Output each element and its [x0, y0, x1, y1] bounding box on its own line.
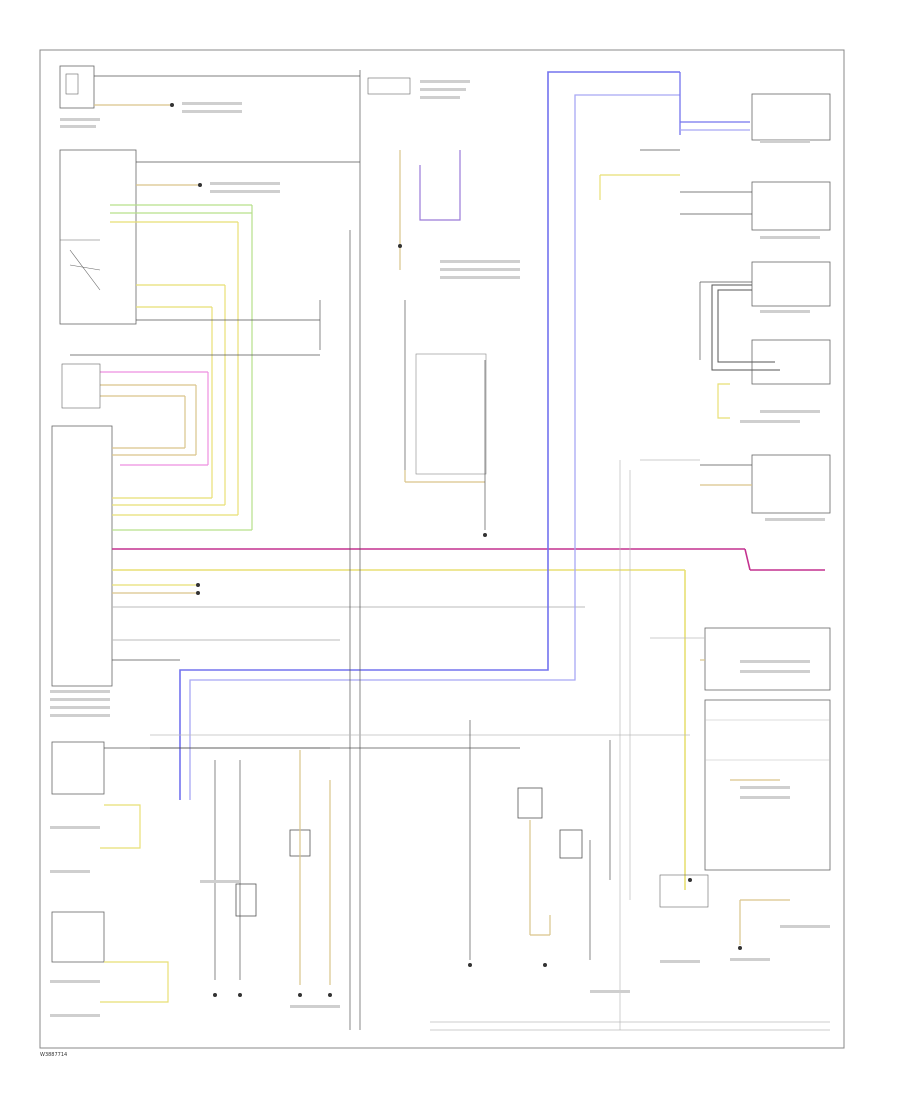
- right-connector-3: [699, 261, 831, 419]
- bottom-module-1: [213, 760, 257, 997]
- switch-wires: [110, 161, 360, 530]
- small-labels: [50, 80, 830, 1017]
- light-switch-box: [59, 65, 360, 325]
- diagram-frame: [39, 49, 845, 1049]
- right-connector-5: [650, 627, 831, 691]
- horn-box: [659, 874, 709, 908]
- right-connector-1: [751, 93, 831, 141]
- left-relay-1: [51, 741, 330, 849]
- footer-code: W3887714: [40, 1052, 67, 1058]
- left-relay-2: [51, 911, 169, 1003]
- bottom-bus-lines: [150, 460, 830, 1031]
- instrument-cluster-box: [51, 425, 825, 890]
- right-connector-2: [599, 149, 831, 231]
- main-relay-box: [349, 70, 487, 1030]
- blue-wires: [179, 71, 750, 800]
- right-connector-4: [640, 454, 831, 514]
- pink-wires: [61, 354, 320, 466]
- right-connector-6: [704, 699, 831, 950]
- bottom-module-3: [468, 720, 611, 967]
- bottom-module-2: [289, 750, 332, 997]
